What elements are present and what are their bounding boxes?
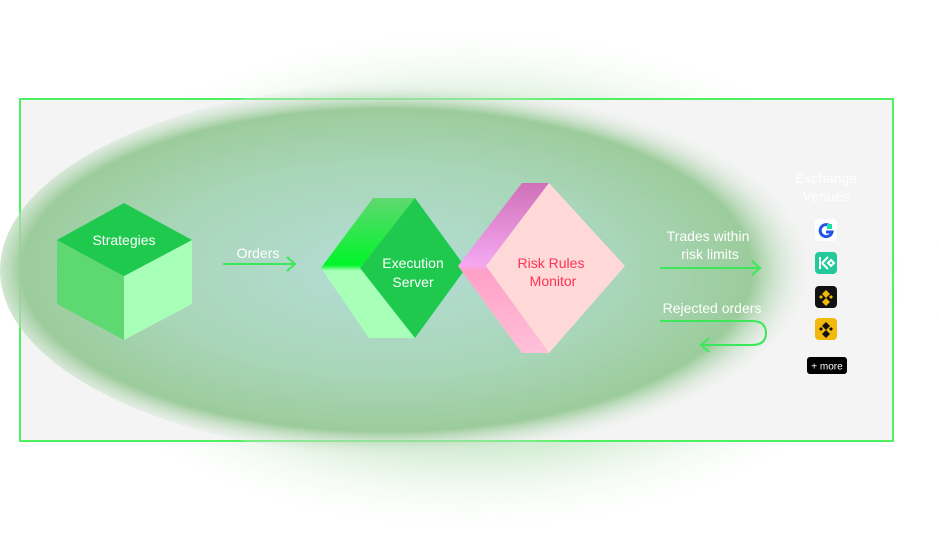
gate-icon[interactable] [815, 219, 837, 241]
execution-side-face [321, 198, 415, 338]
risk-rules-monitor-node[interactable]: Risk Rules Monitor [458, 183, 625, 353]
arrowhead-icon [751, 260, 762, 276]
risk-side-face [458, 183, 549, 353]
arrowhead-icon [286, 256, 297, 272]
risk-label-1: Risk Rules [518, 255, 585, 271]
rejected-edge: Rejected orders [660, 300, 768, 353]
execution-label-1: Execution [382, 255, 443, 271]
rejected-label: Rejected orders [663, 300, 762, 316]
risk-label-2: Monitor [530, 273, 577, 289]
binance-yellow-icon[interactable] [815, 318, 837, 340]
exchange-venues: Exchange Venues + more [795, 170, 857, 374]
venues-title-1: Exchange [795, 170, 857, 186]
strategies-label: Strategies [92, 232, 155, 248]
orders-label: Orders [237, 245, 280, 261]
trades-label-1: Trades within [667, 228, 750, 244]
arrowhead-icon [699, 337, 710, 353]
execution-server-node[interactable]: Execution Server [321, 198, 466, 338]
execution-front-face [360, 198, 466, 338]
trades-label-2: risk limits [681, 246, 739, 262]
risk-front-face [486, 183, 625, 353]
binance-dark-icon[interactable] [815, 286, 837, 308]
stack-layer-1 [57, 203, 192, 298]
orders-edge: Orders [223, 245, 297, 272]
execution-label-2: Server [392, 274, 434, 290]
strategies-stack[interactable]: Strategies [57, 203, 192, 340]
rejected-arrow [660, 320, 768, 346]
trades-edge: Trades within risk limits [660, 228, 762, 276]
venues-title-2: Venues [803, 188, 850, 204]
more-label: + more [811, 362, 843, 373]
more-venues-button[interactable]: + more [807, 357, 847, 374]
kucoin-icon[interactable] [815, 252, 837, 274]
